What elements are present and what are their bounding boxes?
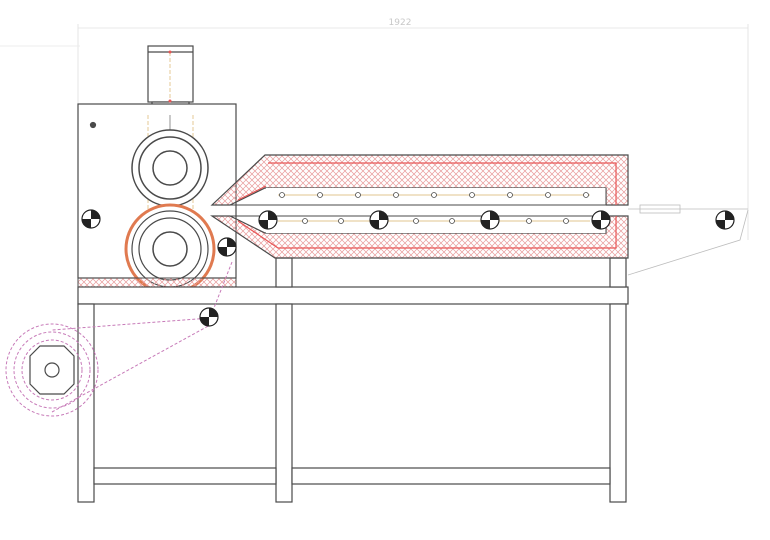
outlet-rod	[627, 204, 749, 276]
base-plate	[77, 277, 237, 288]
heating-tunnel	[210, 154, 629, 259]
center-of-gravity-icon	[258, 210, 278, 230]
housing-bolt-icon	[89, 121, 97, 129]
dimension-label: 1922	[389, 18, 412, 28]
center-of-gravity-icon	[369, 210, 389, 230]
lower-roller-icon	[124, 203, 216, 295]
heater-nodes	[279, 192, 589, 224]
center-of-gravity-icon	[217, 237, 237, 257]
support-frame	[77, 257, 629, 503]
center-of-gravity-icon	[591, 210, 611, 230]
motor-pulley-icon	[29, 345, 75, 395]
center-of-gravity-icon	[480, 210, 500, 230]
cog-markers	[81, 209, 735, 327]
upper-roller-icon	[131, 129, 209, 207]
center-of-gravity-icon	[199, 307, 219, 327]
center-of-gravity-icon	[81, 209, 101, 229]
center-of-gravity-icon	[715, 210, 735, 230]
